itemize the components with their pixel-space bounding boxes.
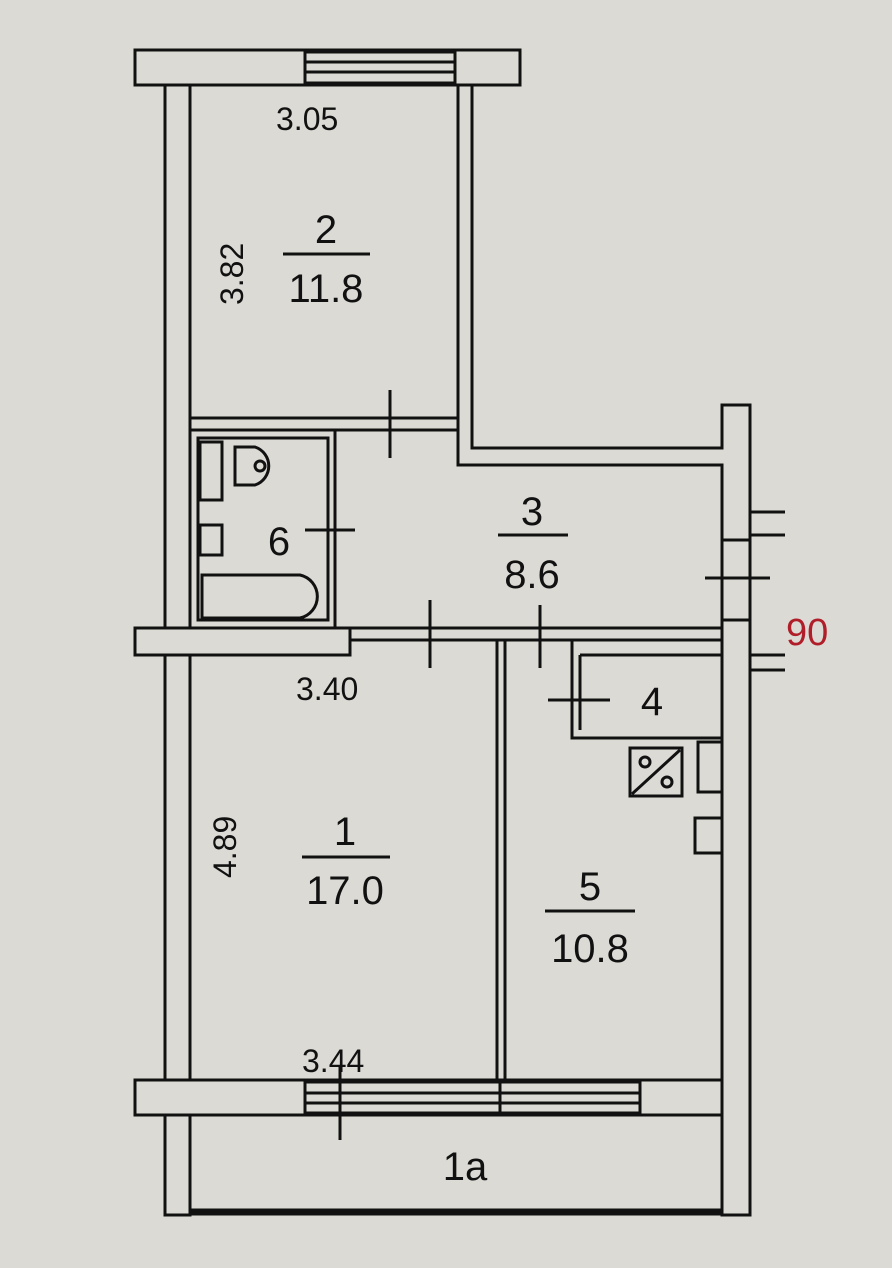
room5-area: 10.8 xyxy=(551,927,629,971)
dim-room1-width-bottom: 3.44 xyxy=(302,1043,364,1079)
room1-area: 17.0 xyxy=(306,869,384,913)
dim-room2-width: 3.05 xyxy=(276,101,338,137)
closet-4 xyxy=(570,640,724,740)
kitchen-tap-icon xyxy=(693,816,724,855)
room5-number: 5 xyxy=(579,865,601,909)
vent-shaft xyxy=(720,538,752,622)
wall-stubs xyxy=(750,510,785,672)
dim-room1-width-top: 3.40 xyxy=(296,671,358,707)
partition-1-5 xyxy=(495,638,507,1082)
kitchen-sink-icon xyxy=(696,740,724,794)
window-bottom xyxy=(303,1080,642,1115)
door-marks xyxy=(305,390,770,1140)
stove-icon xyxy=(628,746,684,798)
room3-area: 8.6 xyxy=(504,553,560,597)
wall-mid-left xyxy=(133,626,352,657)
room1-number: 1 xyxy=(334,810,356,854)
sink-icon xyxy=(198,440,224,502)
dim-room2-length: 3.82 xyxy=(214,243,250,305)
room2-number: 2 xyxy=(315,208,337,252)
annotation-90: 90 xyxy=(786,612,828,654)
balcony-label: 1a xyxy=(443,1145,488,1189)
room6-number: 6 xyxy=(268,520,290,564)
room4-number: 4 xyxy=(641,680,663,724)
bathtub-icon xyxy=(200,573,319,620)
wall-mid xyxy=(348,626,724,642)
room2-area: 11.8 xyxy=(289,267,364,311)
wall-room2-bottom xyxy=(188,416,460,432)
wall-right xyxy=(456,83,752,1217)
toilet-icon xyxy=(233,445,271,487)
window-top xyxy=(303,50,457,85)
room3-number: 3 xyxy=(521,490,543,534)
dim-room1-length: 4.89 xyxy=(207,816,243,878)
tap-icon xyxy=(198,523,224,557)
